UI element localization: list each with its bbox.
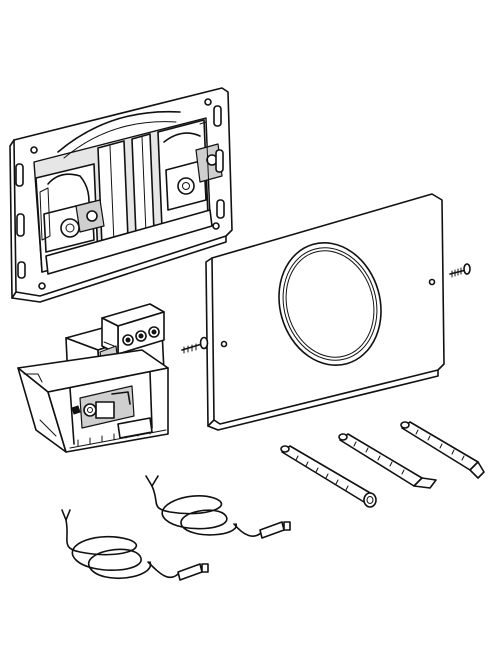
connection-cable-1 bbox=[61, 509, 209, 581]
mounting-frame bbox=[9, 87, 233, 303]
fixing-screw-right bbox=[449, 263, 471, 278]
spindle-2 bbox=[338, 433, 437, 489]
cover-plate bbox=[205, 193, 445, 431]
connection-cable-2 bbox=[145, 475, 291, 539]
control-unit bbox=[17, 303, 169, 453]
fixing-screw-left bbox=[181, 336, 209, 354]
spindle-1 bbox=[280, 445, 377, 508]
spindle-3 bbox=[400, 421, 485, 479]
